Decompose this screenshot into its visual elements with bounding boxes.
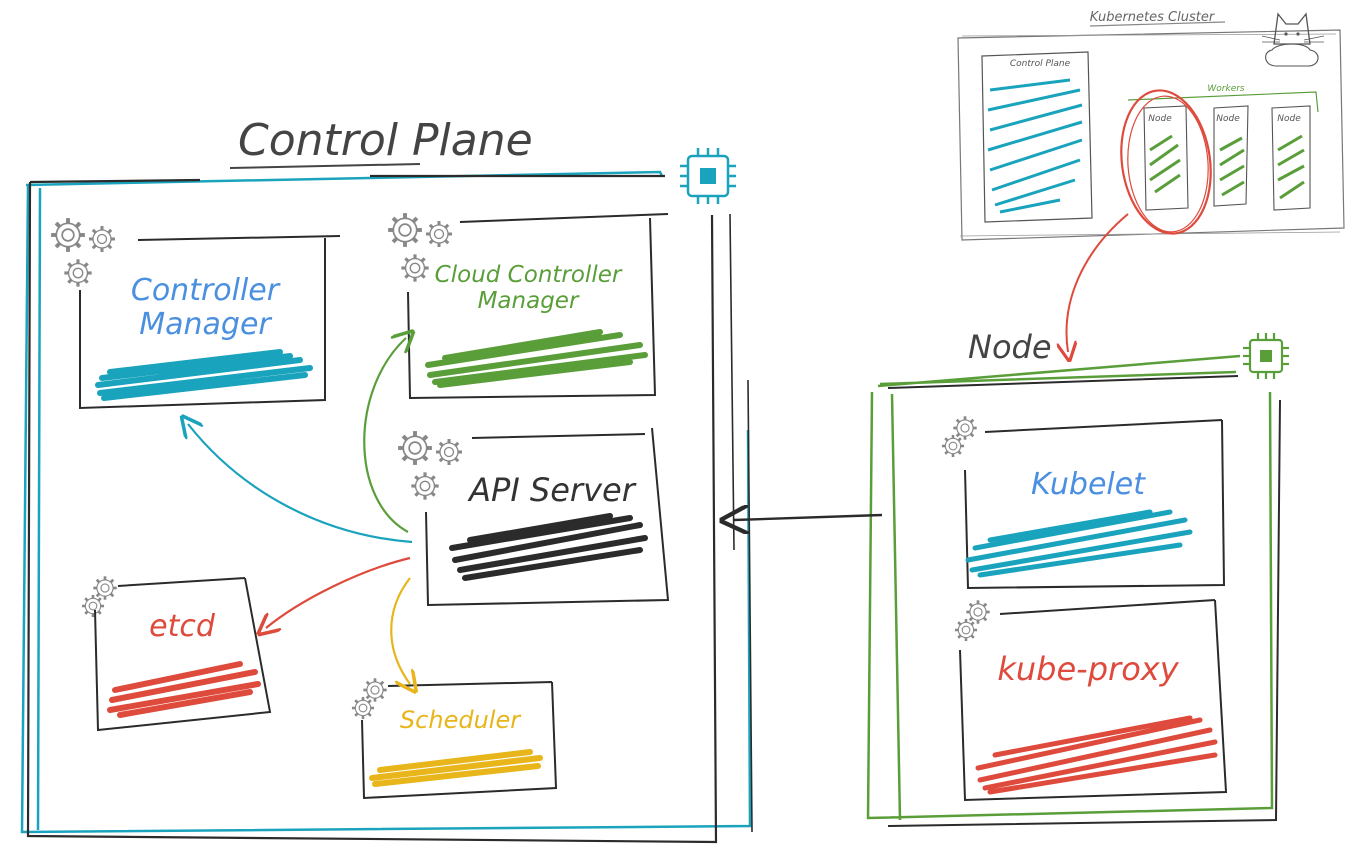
- arrow-minimap-to-node: [1067, 213, 1129, 352]
- minimap-node-label-3: Node: [1277, 114, 1301, 124]
- node-title: Node: [968, 328, 1052, 366]
- node-highlight-circle: [1120, 89, 1212, 235]
- kube-proxy-box: kube-proxy: [955, 599, 1228, 802]
- gear-icon: [51, 218, 115, 287]
- minimap-node-label-2: Node: [1216, 114, 1240, 124]
- control-plane-title: Control Plane: [238, 115, 533, 166]
- cluster-minimap: Kubernetes Cluster Control Plane Workers…: [957, 10, 1345, 352]
- control-plane-group: Control Plane Controller Manager: [20, 115, 753, 844]
- kube-proxy-label: kube-proxy: [997, 650, 1179, 688]
- gear-icon: [398, 431, 462, 500]
- chip-icon: [1243, 333, 1289, 379]
- cloud-controller-manager-box: Cloud Controller Manager: [388, 213, 669, 400]
- gear-icon: [82, 576, 117, 617]
- controller-manager-label-1: Controller: [131, 273, 281, 308]
- gear-icon: [352, 678, 387, 719]
- minimap-workers-label: Workers: [1207, 84, 1245, 94]
- minimap-title: Kubernetes Cluster: [1090, 10, 1216, 25]
- scheduler-label: Scheduler: [400, 706, 522, 734]
- api-server-box: API Server: [398, 427, 670, 607]
- kubelet-label: Kubelet: [1031, 467, 1146, 502]
- cloud-controller-manager-label-1: Cloud Controller: [435, 262, 623, 288]
- cat-icon: [1261, 12, 1325, 67]
- etcd-box: etcd: [82, 576, 272, 732]
- etcd-label: etcd: [149, 609, 216, 644]
- minimap-control-plane-label: Control Plane: [1010, 59, 1071, 69]
- arrow-api-to-scheduler: [390, 577, 410, 684]
- arrow-api-to-controller-manager: [188, 424, 413, 544]
- controller-manager-box: Controller Manager: [51, 218, 341, 410]
- gear-icon: [955, 600, 990, 641]
- arrow-node-to-api-server: [734, 515, 883, 520]
- scheduler-box: Scheduler: [352, 678, 558, 800]
- controller-manager-label-2: Manager: [139, 307, 272, 342]
- gear-icon: [942, 416, 977, 457]
- kubelet-box: Kubelet: [942, 416, 1226, 590]
- minimap-node-label-1: Node: [1148, 114, 1172, 124]
- arrow-api-to-cloud-controller-manager: [363, 338, 408, 533]
- chip-icon: [680, 148, 736, 204]
- arrow-api-to-etcd: [266, 556, 411, 628]
- node-group: Node Kubelet kube-proxy: [734, 328, 1289, 827]
- cloud-controller-manager-label-2: Manager: [478, 288, 580, 314]
- api-server-label: API Server: [467, 471, 637, 509]
